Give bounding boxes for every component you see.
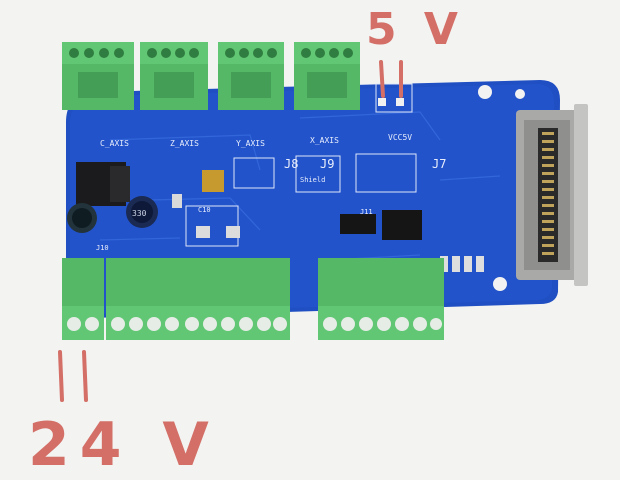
label-c10: C10 (198, 206, 211, 214)
label-vcc5v: VCC5V (388, 133, 412, 142)
label-y-axis: Y_AXIS (236, 139, 265, 148)
marker-lines (58, 60, 403, 402)
annotation-24v: 24 V (28, 410, 219, 480)
silkscreen-boxes (185, 83, 417, 247)
label-j8: J8 (284, 157, 298, 171)
label-j7: J7 (432, 157, 446, 171)
label-c-axis: C_AXIS (100, 139, 129, 148)
components: 330 (67, 98, 484, 272)
label-j9: J9 (320, 157, 334, 171)
label-x-axis: X_AXIS (310, 136, 339, 145)
svg-text:330: 330 (132, 209, 147, 218)
label-z-axis: Z_AXIS (170, 139, 199, 148)
bottom-terminal-blocks (62, 258, 444, 340)
label-shield: Shield (300, 176, 325, 184)
parallel-port-connector (516, 104, 588, 286)
annotation-5v: 5 V (366, 4, 464, 55)
label-j10: J10 (96, 244, 109, 252)
top-terminal-blocks (62, 42, 360, 110)
label-j11: J11 (360, 208, 373, 216)
